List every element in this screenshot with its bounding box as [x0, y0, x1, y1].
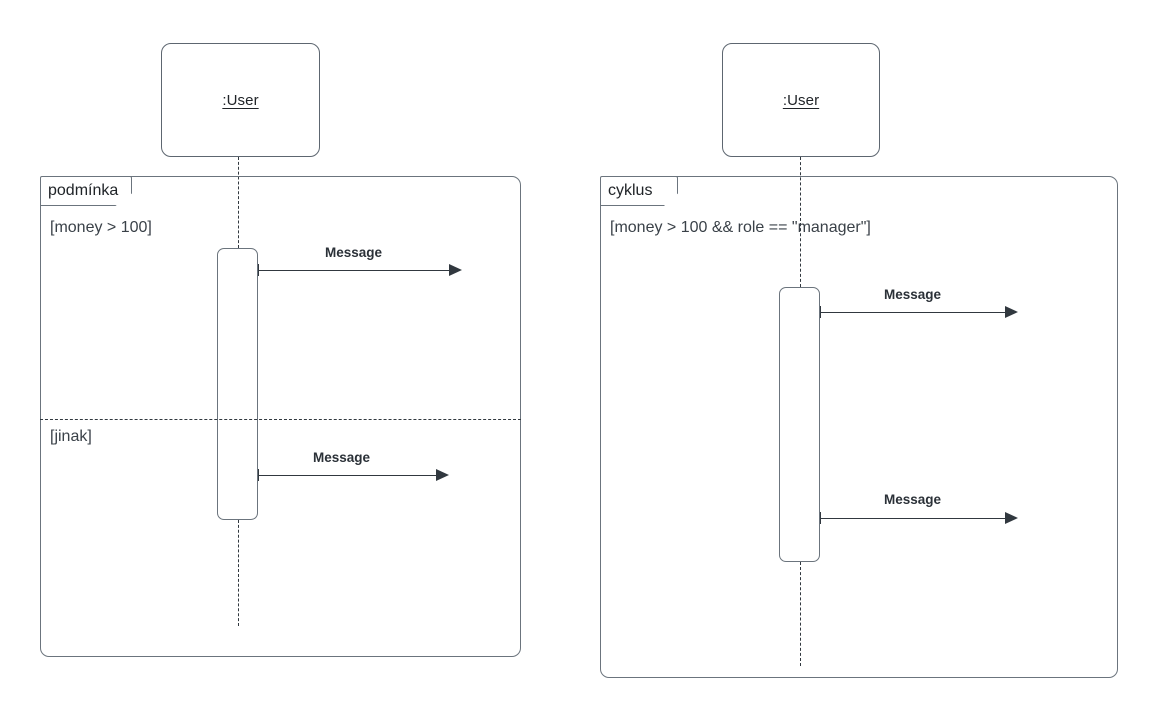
guard-condition-1: [money > 100] — [50, 219, 152, 236]
message-line-2[interactable] — [258, 475, 437, 476]
message-label-2: Message — [313, 450, 371, 465]
guard-condition-loop: [money > 100 && role == "manager"] — [610, 219, 871, 236]
fragment-operator-label: podmínka — [48, 182, 119, 199]
message-line-4[interactable] — [820, 518, 1006, 519]
lifeline-user-left — [237, 157, 239, 248]
message-label-1: Message — [325, 245, 383, 260]
message-label-4: Message — [884, 492, 942, 507]
message-arrowhead-1 — [449, 264, 462, 276]
fragment-operand-separator — [40, 419, 521, 420]
activation-bar-user-right[interactable] — [779, 287, 820, 562]
fragment-operator-label: cyklus — [608, 182, 653, 199]
lifeline-user-left-tail — [237, 520, 239, 626]
lifeline-user-right-tail — [799, 562, 801, 666]
combined-fragment-alt[interactable] — [40, 176, 521, 657]
fragment-operator-tag-loop[interactable]: cyklus — [600, 176, 678, 206]
guard-condition-2: [jinak] — [50, 428, 92, 445]
message-label-3: Message — [884, 287, 942, 302]
message-arrowhead-3 — [1005, 306, 1018, 318]
combined-fragment-loop[interactable] — [600, 176, 1118, 678]
lifeline-head-user-right[interactable]: :User — [722, 43, 880, 157]
message-arrowhead-4 — [1005, 512, 1018, 524]
message-arrowhead-2 — [436, 469, 449, 481]
message-line-3[interactable] — [820, 312, 1006, 313]
lifeline-user-right — [799, 157, 801, 287]
lifeline-head-user-left[interactable]: :User — [161, 43, 320, 157]
activation-bar-user-left[interactable] — [217, 248, 258, 520]
message-line-1[interactable] — [258, 270, 450, 271]
fragment-operator-tag-alt[interactable]: podmínka — [40, 176, 132, 206]
lifeline-head-label: :User — [222, 91, 259, 109]
lifeline-head-label: :User — [782, 91, 820, 109]
